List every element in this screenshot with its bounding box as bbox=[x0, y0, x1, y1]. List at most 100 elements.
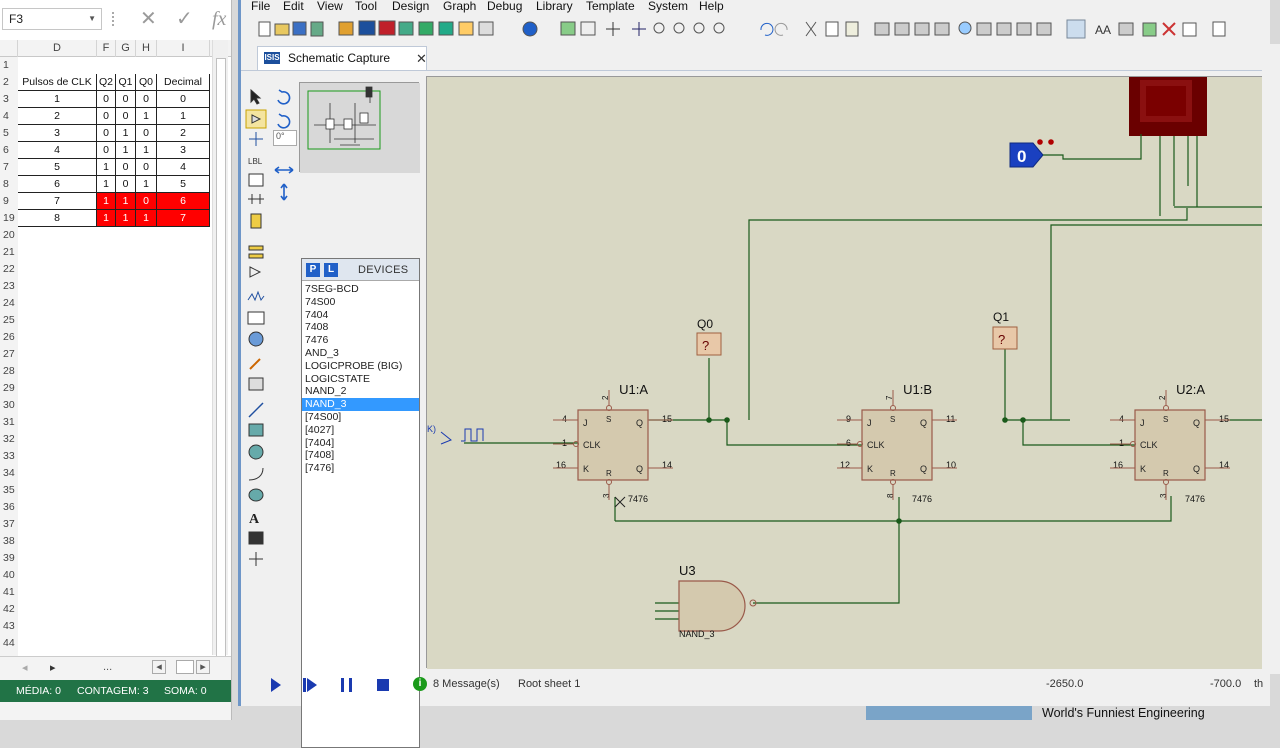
device-item[interactable]: 7404 bbox=[305, 308, 329, 321]
table-row[interactable]: 30 bbox=[0, 397, 210, 414]
table-row[interactable]: 22 bbox=[0, 261, 210, 278]
device-item[interactable]: [7404] bbox=[305, 436, 335, 449]
menu-help[interactable]: Help bbox=[699, 0, 724, 13]
column-header[interactable]: F bbox=[97, 40, 116, 57]
table-row[interactable]: 31 bbox=[0, 414, 210, 431]
device-item[interactable]: 7SEG-BCD bbox=[305, 283, 359, 295]
overview-window[interactable] bbox=[299, 82, 420, 173]
menu-library[interactable]: Library bbox=[536, 0, 573, 13]
table-row[interactable]: 27 bbox=[0, 346, 210, 363]
cell-h[interactable]: 1 bbox=[136, 108, 157, 125]
row-number[interactable]: 19 bbox=[0, 210, 18, 227]
cell-f[interactable]: Q2 bbox=[97, 74, 116, 91]
cell-g[interactable]: 1 bbox=[116, 210, 136, 227]
row-number[interactable]: 3 bbox=[0, 91, 18, 108]
table-row[interactable]: 1 bbox=[0, 57, 210, 74]
device-item[interactable]: 74S00 bbox=[305, 295, 336, 308]
cell-g[interactable]: 0 bbox=[116, 108, 136, 125]
menu-design[interactable]: Design bbox=[392, 0, 430, 13]
row-number[interactable]: 42 bbox=[0, 601, 18, 618]
device-item[interactable]: [74S00] bbox=[305, 411, 342, 423]
row-number[interactable]: 4 bbox=[0, 108, 18, 125]
device-item[interactable]: [7408] bbox=[305, 449, 335, 462]
device-item[interactable]: LOGICPROBE (BIG) bbox=[305, 359, 403, 372]
cell-i[interactable]: 6 bbox=[157, 193, 210, 210]
cell-f[interactable]: 1 bbox=[97, 210, 116, 227]
row-number[interactable]: 37 bbox=[0, 516, 18, 533]
row-number[interactable]: 34 bbox=[0, 465, 18, 482]
row-number[interactable]: 33 bbox=[0, 448, 18, 465]
library-manager-button[interactable]: L bbox=[324, 263, 338, 277]
cell-d[interactable]: 6 bbox=[18, 176, 97, 193]
cell-i[interactable] bbox=[157, 57, 210, 74]
device-item[interactable]: [7476] bbox=[305, 462, 335, 475]
row-number[interactable]: 9 bbox=[0, 193, 18, 210]
cell-h[interactable]: 1 bbox=[136, 210, 157, 227]
row-number[interactable]: 29 bbox=[0, 380, 18, 397]
row-number[interactable]: 25 bbox=[0, 312, 18, 329]
table-row[interactable]: 40 bbox=[0, 567, 210, 584]
menu-view[interactable]: View bbox=[317, 0, 343, 13]
prev-sheet-icon[interactable]: ◂ bbox=[22, 662, 28, 674]
cell-g[interactable]: 1 bbox=[116, 193, 136, 210]
cell-g[interactable]: 1 bbox=[116, 125, 136, 142]
row-number[interactable]: 23 bbox=[0, 278, 18, 295]
device-item[interactable]: 7476 bbox=[305, 334, 329, 347]
row-number[interactable]: 22 bbox=[0, 261, 18, 278]
row-number[interactable]: 7 bbox=[0, 159, 18, 176]
cell-h[interactable]: Q0 bbox=[136, 74, 157, 91]
row-number[interactable]: 43 bbox=[0, 618, 18, 635]
right-scrollbar[interactable] bbox=[1262, 44, 1280, 674]
row-number[interactable]: 24 bbox=[0, 295, 18, 312]
cancel-icon[interactable]: ✕ bbox=[140, 8, 157, 30]
menu-file[interactable]: File bbox=[251, 0, 271, 13]
cell-d[interactable]: Pulsos de CLK bbox=[18, 74, 97, 91]
menu-debug[interactable]: Debug bbox=[487, 0, 523, 13]
pick-devices-button[interactable]: P bbox=[306, 263, 320, 277]
message-count[interactable]: 8 Message(s) bbox=[433, 678, 500, 690]
function-icon[interactable]: fx bbox=[212, 8, 227, 30]
cell-d[interactable]: 2 bbox=[18, 108, 97, 125]
row-number[interactable]: 40 bbox=[0, 567, 18, 584]
table-row[interactable]: 33 bbox=[0, 448, 210, 465]
cell-i[interactable]: 5 bbox=[157, 176, 210, 193]
cell-g[interactable]: 0 bbox=[116, 176, 136, 193]
row-number[interactable]: 1 bbox=[0, 57, 18, 74]
row-number[interactable]: 44 bbox=[0, 635, 18, 652]
cell-h[interactable]: 1 bbox=[136, 142, 157, 159]
menu-graph[interactable]: Graph bbox=[443, 0, 477, 13]
cell-g[interactable]: Q1 bbox=[116, 74, 136, 91]
row-number[interactable]: 36 bbox=[0, 499, 18, 516]
scroll-thumb[interactable] bbox=[216, 58, 226, 658]
row-number[interactable]: 5 bbox=[0, 125, 18, 142]
table-row[interactable]: 37 bbox=[0, 516, 210, 533]
vertical-scrollbar[interactable] bbox=[212, 40, 228, 658]
cell-d[interactable]: 8 bbox=[18, 210, 97, 227]
row-number[interactable]: 20 bbox=[0, 227, 18, 244]
schematic-canvas[interactable]: 0 bbox=[426, 76, 1264, 669]
device-item[interactable]: AND_3 bbox=[305, 347, 339, 359]
rotation-angle-field[interactable]: 0° bbox=[273, 130, 297, 146]
cell-h[interactable]: 1 bbox=[136, 176, 157, 193]
cell-f[interactable]: 0 bbox=[97, 91, 116, 108]
cell-i[interactable]: 2 bbox=[157, 125, 210, 142]
menu-system[interactable]: System bbox=[648, 0, 689, 13]
cell-g[interactable]: 1 bbox=[116, 142, 136, 159]
row-number[interactable]: 31 bbox=[0, 414, 18, 431]
cell-h[interactable]: 0 bbox=[136, 193, 157, 210]
table-row[interactable]: 23 bbox=[0, 278, 210, 295]
next-sheet-icon[interactable]: ▸ bbox=[50, 662, 56, 674]
cell-d[interactable]: 5 bbox=[18, 159, 97, 176]
row-number[interactable]: 39 bbox=[0, 550, 18, 567]
cell-d[interactable]: 3 bbox=[18, 125, 97, 142]
row-number[interactable]: 41 bbox=[0, 584, 18, 601]
row-number[interactable]: 26 bbox=[0, 329, 18, 346]
device-item[interactable]: LOGICSTATE bbox=[305, 372, 370, 385]
row-number[interactable]: 27 bbox=[0, 346, 18, 363]
table-row[interactable]: 43 bbox=[0, 618, 210, 635]
device-item[interactable]: [4027] bbox=[305, 423, 335, 436]
